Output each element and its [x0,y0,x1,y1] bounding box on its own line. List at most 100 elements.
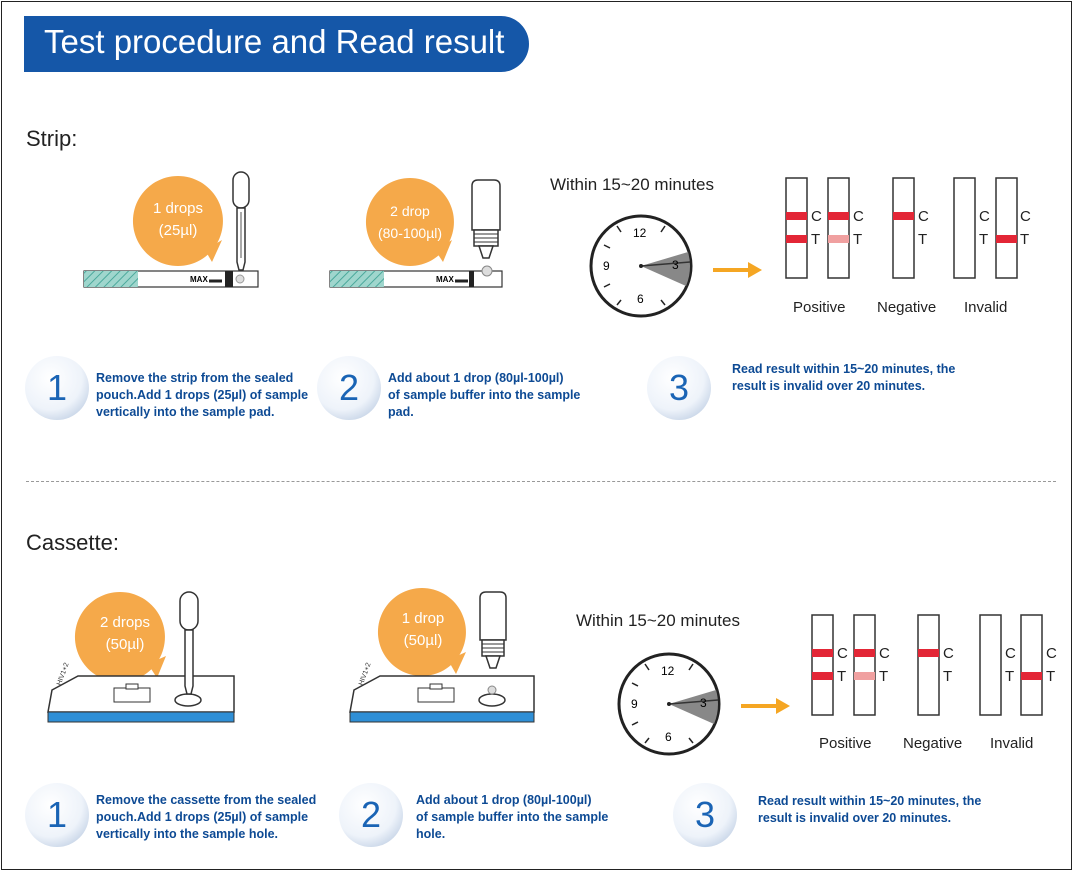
strip-result-devices [785,177,1018,279]
cassette-step2-text: Add about 1 drop (80µl-100µl) of sample … [416,792,608,843]
strip-bubble1: 1 drops (25µl) [133,198,223,242]
strip-bubble2-line2: (80-100µl) [377,225,443,241]
strip-t-label-1: T [811,231,821,248]
cassette-t-label-1: T [837,668,847,685]
strip-step1-number: 1 [46,367,68,408]
cassette-step1-line1: Remove the cassette from the sealed [96,793,317,807]
cassette-bubble1: 2 drops (50µl) [80,612,170,656]
cassette-step2-line2: of sample buffer into the sample [416,810,609,824]
cassette-step3-text: Read result within 15~20 minutes, the re… [758,793,981,827]
strip-bubble2-line1: 2 drop [390,203,430,219]
section-divider [26,481,1056,482]
cassette-arrow [741,698,790,714]
strip-c-label-1: C [811,208,822,225]
cassette-clock-6: 6 [665,730,672,744]
cassette-step1-line3: vertically into the sample hole. [96,827,279,841]
strip-clock-12: 12 [633,226,647,240]
strip-negative-label: Negative [877,299,937,316]
cassette-step2-illustration [349,588,535,723]
cassette-step1-line2: pouch.Add 1 drops (25µl) of sample [96,810,309,824]
strip-step2-line3: pad. [388,405,414,419]
cassette-positive-label: Positive [819,735,872,752]
strip-step2-line1: Add about 1 drop (80µl-100µl) [388,371,564,385]
strip-section-title: Strip: [26,126,78,151]
cassette-bubble2-line2: (50µl) [403,632,443,649]
strip-c-label-3: C [918,208,929,225]
cassette-c-label-5: C [1046,645,1057,662]
cassette-clock-12: 12 [661,664,675,678]
cassette-step1-illustration [47,591,235,723]
strip-step3-line1: Read result within 15~20 minutes, the [732,362,956,376]
page-title: Test procedure and Read result [44,23,505,60]
strip-step-circles [25,356,711,420]
orange-bubble [132,176,223,266]
cassette-step1-number: 1 [46,794,68,835]
cassette-t-label-5: T [1046,668,1056,685]
strip-step2-illustration [329,178,503,288]
strip-clock-9: 9 [603,259,610,273]
cassette-step2-line3: hole. [416,827,446,841]
cassette-c-label-2: C [879,645,890,662]
strip-bubble1-line1: 1 drops [152,200,204,217]
header-banner [24,16,529,72]
strip-step1-text: Remove the strip from the sealed pouch.A… [96,370,308,421]
strip-step2-text: Add about 1 drop (80µl-100µl) of sample … [388,370,580,421]
cassette-step1-text: Remove the cassette from the sealed pouc… [96,792,316,843]
cassette-c-label-1: C [837,645,848,662]
strip-step2-number: 2 [338,367,360,408]
cassette-t-label-4: T [1005,668,1015,685]
cassette-within-label: Within 15~20 minutes [576,611,740,630]
cassette-step-circles [25,783,737,847]
cassette-clock-3: 3 [700,696,707,710]
strip-bubble2: 2 drop (80-100µl) [365,200,455,244]
cassette-bubble1-line1: 2 drops [99,614,151,631]
strip-step1-line2: pouch.Add 1 drops (25µl) of sample [96,388,309,402]
strip-arrow [713,262,762,278]
cassette-clock [617,652,721,756]
strip-step3-line2: result is invalid over 20 minutes. [732,379,926,393]
strip-within-label: Within 15~20 minutes [550,175,714,194]
cassette-result-devices [811,614,1043,716]
cassette-c-label-4: C [1005,645,1016,662]
dropper-bottle [471,179,501,231]
cassette-bubble2-line1: 1 drop [401,610,445,627]
strip-c-label-2: C [853,208,864,225]
strip-step3-number: 3 [668,367,690,408]
strip-bubble1-line2: (25µl) [158,222,198,239]
cassette-step2-line1: Add about 1 drop (80µl-100µl) [416,793,592,807]
cassette-section-title: Cassette: [26,530,119,555]
cassette-negative-label: Negative [903,735,963,752]
cassette-t-label-3: T [943,668,953,685]
strip-max-label-2: MAX [436,275,454,284]
strip-t-label-5: T [1020,231,1030,248]
cassette-invalid-label: Invalid [990,735,1034,752]
cassette-step3-number: 3 [694,794,716,835]
cassette-t-label-2: T [879,668,889,685]
strip-clock [589,214,693,318]
cassette-clock-9: 9 [631,697,638,711]
cassette-bubble1-line2: (50µl) [105,636,145,653]
strip-step3-text: Read result within 15~20 minutes, the re… [732,361,955,395]
cassette-step2-number: 2 [360,794,382,835]
strip-clock-3: 3 [672,258,679,272]
cassette-result-lines [812,649,1042,680]
strip-positive-label: Positive [793,299,846,316]
pipette [232,171,250,209]
strip-max-label-1: MAX [190,275,208,284]
strip-c-label-5: C [1020,208,1031,225]
strip-t-label-2: T [853,231,863,248]
strip-invalid-label: Invalid [964,299,1008,316]
strip-step2-line2: of sample buffer into the sample [388,388,581,402]
strip-step1-illustration [83,171,259,288]
cassette-step3-line2: result is invalid over 20 minutes. [758,811,952,825]
strip-t-label-3: T [918,231,928,248]
strip-step1-line3: vertically into the sample pad. [96,405,275,419]
cassette-bubble2: 1 drop (50µl) [378,608,468,652]
strip-c-label-4: C [979,208,990,225]
strip-clock-6: 6 [637,292,644,306]
strip-step1-line1: Remove the strip from the sealed [96,371,294,385]
cassette-c-label-3: C [943,645,954,662]
cassette-step3-line1: Read result within 15~20 minutes, the [758,794,982,808]
